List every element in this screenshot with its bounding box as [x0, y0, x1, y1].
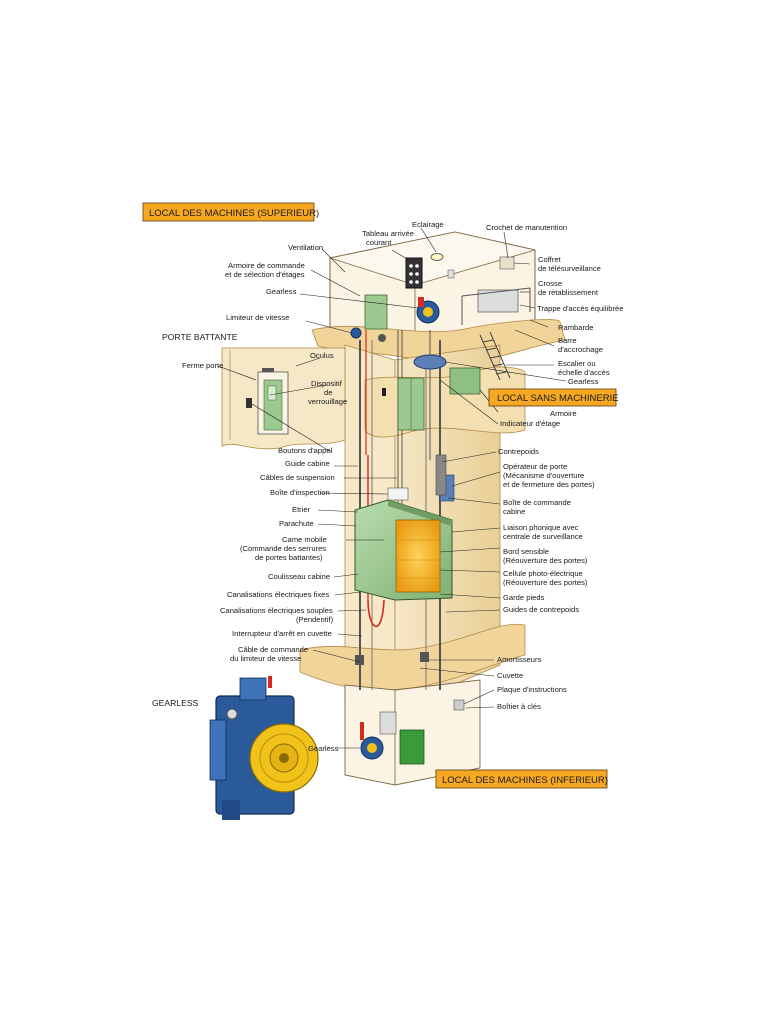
cabin-door-opening [395, 519, 441, 593]
label-eclairage: Eclairage [412, 220, 444, 229]
box-bottom-text: LOCAL DES MACHINES (INFERIEUR) [442, 775, 608, 786]
label-escalier-1: Escalier ou [558, 359, 596, 368]
label-crochet: Crochet de manutention [486, 223, 567, 232]
labels-porte: Ferme porte Oculus Dispositif de verroui… [182, 351, 347, 455]
control-cabinet [364, 294, 388, 330]
label-cables: Câbles de suspension [260, 473, 335, 482]
label-cable-cmd-1: Câble de commande [238, 645, 308, 654]
ceiling-light [430, 253, 444, 261]
label-canal-souples: Canalisations électriques souples [220, 606, 333, 615]
label-ventilation: Ventilation [288, 243, 323, 252]
label-plaque: Plaque d'instructions [497, 685, 567, 694]
label-liaison-1: Liaison phonique avec [503, 523, 579, 532]
box-mid: LOCAL SANS MACHINERIE [488, 388, 619, 407]
upper-floor-slab [311, 319, 566, 364]
label-came-2: (Commande des serrures [240, 544, 326, 553]
label-crosse-2: de rétablissement [538, 288, 599, 297]
power-panel [405, 257, 423, 289]
label-etrier: Etrier [292, 505, 311, 514]
label-boite-cmd-2: cabine [503, 507, 525, 516]
lower-equipment [355, 652, 465, 765]
label-escalier-2: échelle d'accès [558, 368, 610, 377]
box-mid-text: LOCAL SANS MACHINERIE [497, 393, 619, 404]
mrl-cabinet [449, 367, 481, 395]
label-operateur-1: Opérateur de porte [503, 462, 567, 471]
label-rambarde: Rambarde [558, 323, 593, 332]
heading-gearless: GEARLESS [152, 698, 199, 708]
labels-right: Armoire Indicateur d'étage Contrepoids O… [308, 409, 595, 753]
remote-monitoring-box [499, 256, 515, 270]
label-pendentif: (Pendentif) [296, 615, 334, 624]
label-interrupteur: Interrupteur d'arrêt en cuvette [232, 629, 332, 638]
lower-control-cabinet [399, 729, 425, 765]
label-cellule-2: (Réouverture des portes) [503, 578, 588, 587]
label-crosse-1: Crosse [538, 279, 562, 288]
label-armoire-mrl: Armoire [550, 409, 577, 418]
label-dispositif-2: de [324, 388, 332, 397]
label-ferme-porte: Ferme porte [182, 361, 223, 370]
label-trappe: Trappe d'accès équilibrée [537, 304, 623, 313]
upper-equipment [350, 253, 531, 381]
label-boite-inspection: Boîte d'inspection [270, 488, 330, 497]
label-boite-cmd-1: Boîte de commande [503, 498, 571, 507]
label-limiteur: Limiteur de vitesse [226, 313, 289, 322]
label-bord-2: (Réouverture des portes) [503, 556, 588, 565]
counterweight [435, 454, 447, 496]
label-gearless-top: Gearless [266, 287, 297, 296]
label-came-1: Came mobile [282, 535, 327, 544]
label-guide-cabine: Guide cabine [285, 459, 330, 468]
label-amortisseurs: Amortisseurs [497, 655, 542, 664]
label-garde-pieds: Garde pieds [503, 593, 545, 602]
box-top-text: LOCAL DES MACHINES (SUPERIEUR) [149, 208, 319, 219]
label-coffret-1: Coffret [538, 255, 562, 264]
label-tableau-1: Tableau arrivée [362, 229, 414, 238]
label-barre-2: d'accrochage [558, 345, 603, 354]
label-barre-1: Barre [558, 336, 577, 345]
label-came-3: de portes battantes) [255, 553, 323, 562]
label-tableau-2: courant [366, 238, 392, 247]
label-cellule-1: Cellule photo-électrique [503, 569, 583, 578]
mrl-gearless-motor [413, 354, 447, 370]
heading-porte-battante: PORTE BATTANTE [162, 332, 238, 342]
labels-top: Ventilation Tableau arrivée courant Ecla… [225, 220, 623, 386]
label-cuvette: Cuvette [497, 671, 523, 680]
balanced-hatch [477, 289, 519, 313]
label-parachute: Parachute [279, 519, 314, 528]
swing-door-inset [221, 347, 346, 450]
label-indicateur: Indicateur d'étage [500, 419, 560, 428]
label-gearless-bottom: Gearless [308, 744, 339, 753]
mrl-equipment [382, 354, 481, 431]
label-armoire-1: Armoire de commande [228, 261, 305, 270]
label-coffret-2: de télésurveillance [538, 264, 601, 273]
leader-lines [217, 227, 567, 749]
access-ladder [479, 331, 511, 381]
label-gearless-mid: Gearless [568, 377, 599, 386]
label-armoire-2: et de sélection d'étages [225, 270, 305, 279]
label-boutons: Boutons d'appel [278, 446, 333, 455]
label-boitier: Boîtier à clés [497, 702, 541, 711]
label-cable-cmd-2: du limiteur de vitesse [230, 654, 301, 663]
elevator-cabin [354, 454, 455, 601]
labels-left: Guide cabine Câbles de suspension Boîte … [220, 459, 335, 663]
label-dispositif-1: Dispositif [311, 379, 343, 388]
pendant-cable [367, 599, 385, 628]
label-coulisseau: Coulisseau cabine [268, 572, 330, 581]
label-canal-fixes: Canalisations électriques fixes [227, 590, 329, 599]
label-bord-1: Bord sensible [503, 547, 549, 556]
box-bottom: LOCAL DES MACHINES (INFERIEUR) [435, 769, 608, 789]
box-top: LOCAL DES MACHINES (SUPERIEUR) [142, 202, 319, 222]
label-oculus: Oculus [310, 351, 334, 360]
label-operateur-2: (Mécanisme d'ouverture [503, 471, 584, 480]
speed-limiter [350, 327, 362, 339]
gearless-motor-illustration [209, 676, 319, 820]
label-contrepoids: Contrepoids [498, 447, 539, 456]
label-liaison-2: centrale de surveillance [503, 532, 583, 541]
label-operateur-3: et de fermeture des portes) [503, 480, 595, 489]
label-dispositif-3: verrouillage [308, 397, 347, 406]
label-guides-contrepoids: Guides de contrepoids [503, 605, 579, 614]
